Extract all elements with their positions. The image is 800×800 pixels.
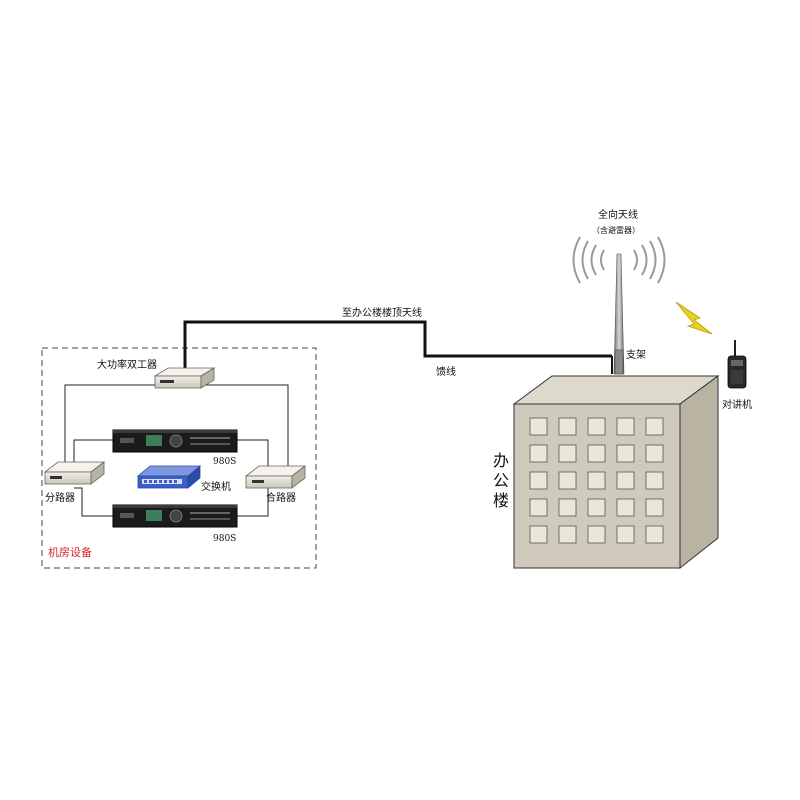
building-window [558, 444, 577, 463]
duplexer-label: 大功率双工器 [97, 358, 157, 371]
switch-label: 交换机 [201, 480, 231, 493]
walkie-talkie-label: 对讲机 [722, 398, 752, 411]
building-window [645, 498, 664, 517]
combiner-label: 合路器 [266, 491, 296, 504]
building-window [616, 417, 635, 436]
building-window [616, 471, 635, 490]
lightning-bolt-icon [675, 301, 713, 335]
building-window [529, 498, 548, 517]
building-window [587, 444, 606, 463]
building-window [587, 525, 606, 544]
building-window [558, 498, 577, 517]
building-window [645, 444, 664, 463]
machine-room-boundary [41, 347, 317, 569]
walkie-talkie-icon [727, 340, 747, 389]
machine-room-label: 机房设备 [48, 545, 92, 559]
building-window [529, 525, 548, 544]
splitter-label: 分路器 [45, 491, 75, 504]
room-wiring [64, 384, 289, 517]
building-window [645, 525, 664, 544]
splitter-box [43, 461, 106, 485]
building-label-2: 公 [493, 471, 509, 490]
office-building [512, 375, 720, 570]
building-windows [529, 417, 664, 544]
mast-label: 支架 [626, 349, 646, 361]
signal-waves-icon [572, 236, 666, 284]
repeater-bottom-icon [112, 504, 238, 528]
antenna-subtitle: （含避雷器） [592, 225, 640, 235]
repeater-top-label: 980S [213, 457, 236, 467]
building-label-1: 办 [493, 451, 509, 470]
building-window [558, 417, 577, 436]
building-window [616, 525, 635, 544]
feed-path-label: 至办公楼楼顶天线 [342, 306, 422, 319]
repeater-top-icon [112, 429, 238, 453]
combiner-box [244, 465, 307, 489]
building-window [616, 444, 635, 463]
repeater-bottom-label: 980S [213, 534, 236, 544]
building-window [529, 471, 548, 490]
duplexer-box [153, 367, 216, 389]
building-window [645, 471, 664, 490]
network-switch-icon [136, 465, 202, 489]
building-window [587, 498, 606, 517]
building-window [558, 525, 577, 544]
building-window [587, 471, 606, 490]
building-window [587, 417, 606, 436]
building-window [529, 417, 548, 436]
building-label-3: 楼 [493, 491, 509, 510]
building-window [645, 417, 664, 436]
antenna-title: 全向天线 [598, 208, 638, 221]
feeder-cable [183, 320, 612, 372]
building-window [616, 498, 635, 517]
building-window [558, 471, 577, 490]
feeder-label: 馈线 [436, 365, 456, 378]
building-window [529, 444, 548, 463]
omni-antenna-icon [613, 253, 625, 375]
